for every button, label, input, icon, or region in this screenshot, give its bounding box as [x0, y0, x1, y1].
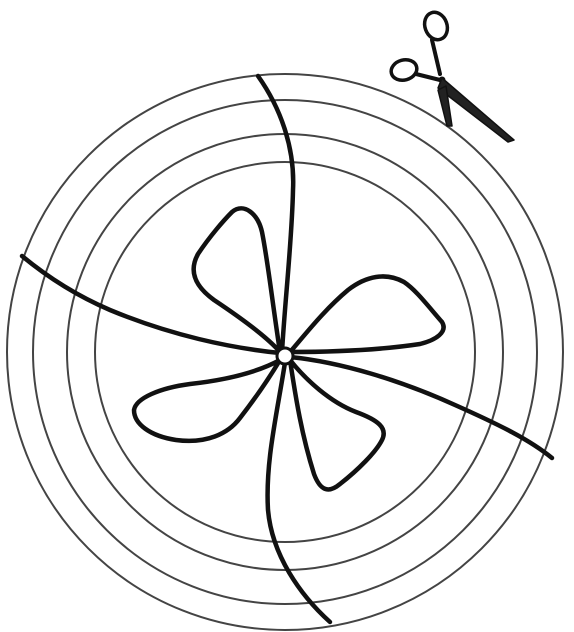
scissors-icon: [389, 9, 514, 142]
petal-bottom: [290, 360, 384, 489]
petal-left: [134, 360, 280, 441]
center-hole: [277, 348, 293, 364]
petal-top: [194, 208, 280, 352]
petal-right: [290, 276, 444, 352]
